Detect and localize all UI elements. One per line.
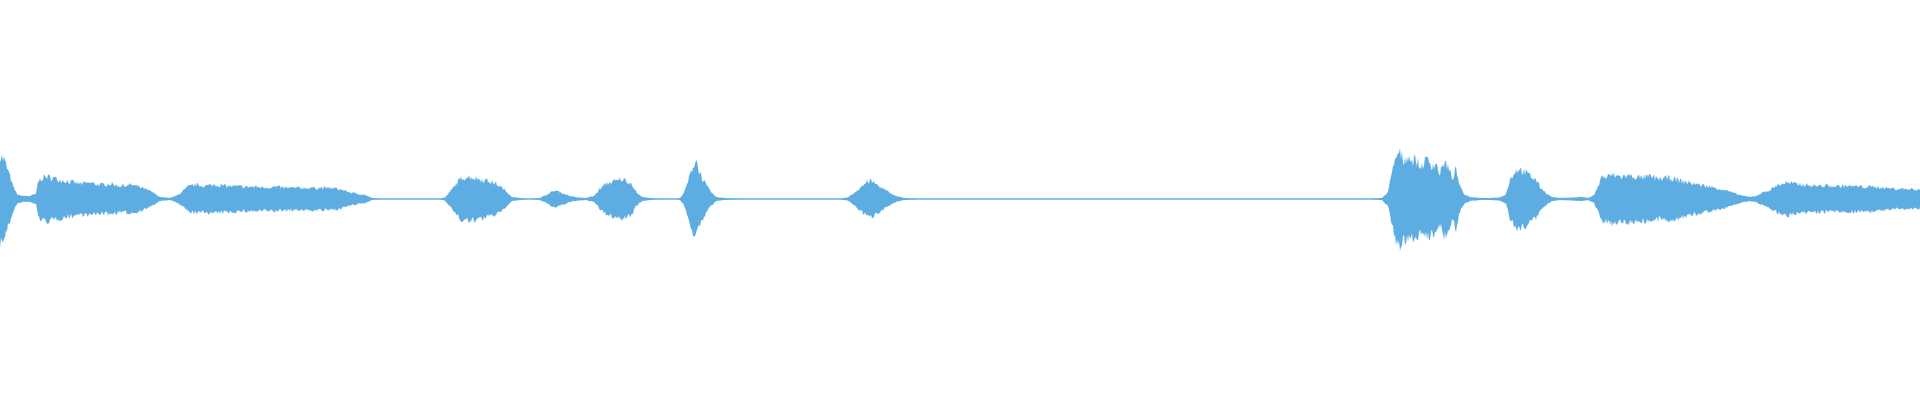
waveform-shape [0,148,1920,251]
